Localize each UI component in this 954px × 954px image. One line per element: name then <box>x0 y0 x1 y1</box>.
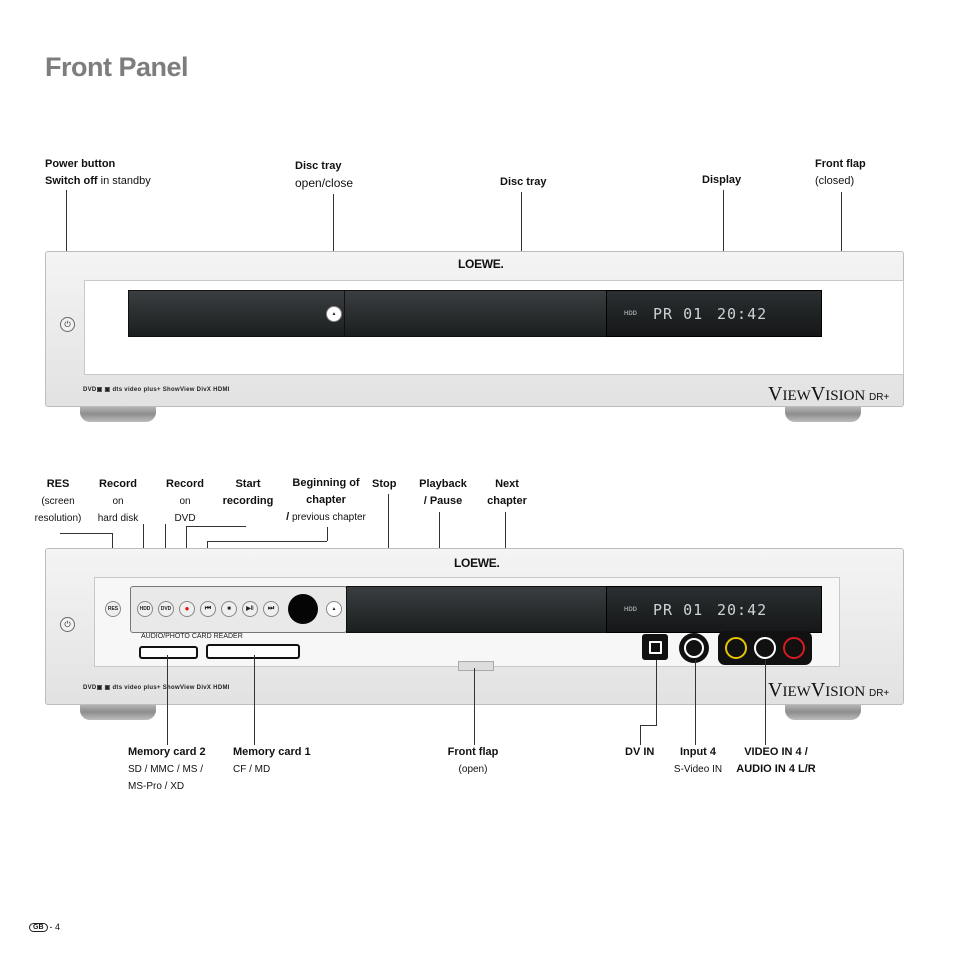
leader-mc1 <box>254 655 255 745</box>
country-badge: GB <box>29 922 48 932</box>
brand-logo: LOEWE. <box>458 257 504 271</box>
device-foot <box>785 700 861 720</box>
label-power-button: Power button Switch off in standby <box>45 158 151 187</box>
format-logos: DVD▣ ▣ dts video plus+ ShowView DivX HDM… <box>83 685 230 691</box>
label-front-flap-open: Front flap(open) <box>447 746 499 775</box>
play-pause-button[interactable]: ▶‖ <box>242 601 258 617</box>
display-hdd: HDD <box>624 607 637 613</box>
disc-tray <box>344 290 608 337</box>
leader-display <box>723 190 724 302</box>
previous-chapter-button[interactable]: ⏮ <box>200 601 216 617</box>
dv-in-port[interactable] <box>642 634 668 660</box>
label-playback-pause: Playback/ Pause <box>419 478 467 507</box>
card-reader-label: AUDIO/PHOTO CARD READER <box>141 633 243 640</box>
flap-handle[interactable] <box>458 661 494 671</box>
audio-right-jack[interactable] <box>783 637 805 659</box>
leader-flap-open <box>474 668 475 745</box>
device-closed: LOEWE. HDD PR 01 20:42 ⏻ ▲ DVD▣ ▣ dts vi… <box>45 251 904 407</box>
record-dvd-button[interactable]: DVD <box>158 601 174 617</box>
eject-button[interactable]: ▲ <box>326 306 342 322</box>
leader-flap <box>841 192 842 302</box>
leader-tray <box>521 192 522 302</box>
leader-stop-v1 <box>388 494 389 550</box>
leader-res <box>60 533 112 534</box>
leader-begin-v1 <box>327 527 328 541</box>
leader-dvin-h <box>640 725 657 726</box>
memory-card-1-slot[interactable] <box>206 644 300 659</box>
label-video-in-4: VIDEO IN 4 /AUDIO IN 4 L/R <box>736 746 816 775</box>
power-button[interactable]: ⏻ <box>60 317 75 332</box>
display-channel: PR 01 <box>653 305 704 323</box>
label-display: Display <box>702 174 742 186</box>
power-button[interactable]: ⏻ <box>60 617 75 632</box>
leader-begin-h <box>207 541 327 542</box>
leader-video4 <box>765 660 766 745</box>
display-time: 20:42 <box>717 305 768 323</box>
res-button[interactable]: RES <box>105 601 121 617</box>
leader-tray-open <box>333 194 334 306</box>
display-channel: PR 01 <box>653 601 704 619</box>
leader-dvin-v <box>656 660 657 725</box>
jog-dial[interactable] <box>288 594 318 624</box>
model-name: VIEWVISION DR+ <box>768 383 890 405</box>
model-name: VIEWVISION DR+ <box>768 679 890 701</box>
display-time: 20:42 <box>717 601 768 619</box>
audio-left-jack[interactable] <box>754 637 776 659</box>
format-logos: DVD▣ ▣ dts video plus+ ShowView DivX HDM… <box>83 387 230 393</box>
display-hdd: HDD <box>624 311 637 317</box>
stop-button[interactable]: ■ <box>221 601 237 617</box>
device-foot <box>80 402 156 422</box>
device-foot <box>785 402 861 422</box>
s-video-port[interactable] <box>679 633 709 663</box>
page-footer: GB - 4 <box>29 922 60 932</box>
device-foot <box>80 700 156 720</box>
record-button[interactable]: ● <box>179 601 195 617</box>
display: HDD PR 01 20:42 <box>606 290 822 337</box>
leader-play-v1 <box>439 512 440 558</box>
leader-input4 <box>695 660 696 745</box>
disc-tray <box>346 586 608 633</box>
leader-mc2 <box>167 655 168 745</box>
page-number: - 4 <box>49 922 61 932</box>
eject-button[interactable]: ▲ <box>326 601 342 617</box>
disc-tray-left <box>128 290 346 337</box>
label-front-flap: Front flap(closed) <box>815 158 866 187</box>
record-hdd-button[interactable]: HDD <box>137 601 153 617</box>
next-chapter-button[interactable]: ⏭ <box>263 601 279 617</box>
device-open: LOEWE. RES HDD DVD ● ⏮ ■ ▶‖ ⏭ ▲ HDD PR 0… <box>45 548 904 705</box>
brand-logo: LOEWE. <box>454 556 500 570</box>
video-jack[interactable] <box>725 637 747 659</box>
av-input-jacks[interactable] <box>718 631 812 665</box>
display: HDD PR 01 20:42 <box>606 586 822 633</box>
leader-start-h <box>186 526 246 527</box>
leader-next-v1 <box>505 512 506 570</box>
page-title: Front Panel <box>45 52 189 82</box>
leader-dvin-v2 <box>640 725 641 745</box>
label-disc-tray: Disc tray <box>500 176 547 188</box>
memory-card-2-slot[interactable] <box>139 646 198 659</box>
label-stop: Stop <box>372 478 397 490</box>
label-dv-in: DV IN <box>625 746 655 758</box>
